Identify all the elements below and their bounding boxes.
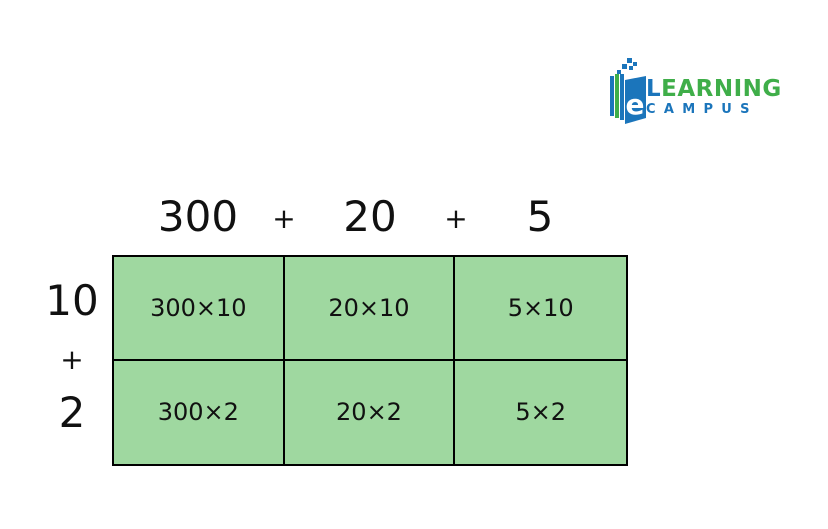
grid-cell: 5×10 [455,257,626,361]
grid-cell: 20×10 [284,257,456,361]
grid-cell: 300×10 [114,257,285,361]
side-term-2: 2 [58,388,86,437]
area-model-grid: 300×10 20×10 5×10 300×2 20×2 5×2 [112,255,628,466]
top-term-5: 5 [526,192,554,241]
elearning-campus-logo: e LEARNING CAMPUS [606,58,792,128]
logo-subtitle: CAMPUS [646,102,758,117]
side-term-10: 10 [45,276,99,325]
grid-cell: 300×2 [114,360,285,464]
grid-cell: 20×2 [284,360,456,464]
grid-cell: 5×2 [455,360,626,464]
top-term-20: 20 [343,192,397,241]
top-plus-2: + [444,202,468,235]
top-plus-1: + [272,202,296,235]
side-plus: + [60,343,84,376]
logo-initial: e [626,88,645,121]
logo-title: LEARNING [646,76,782,102]
top-term-300: 300 [157,192,239,241]
book-icon: e [610,58,646,124]
